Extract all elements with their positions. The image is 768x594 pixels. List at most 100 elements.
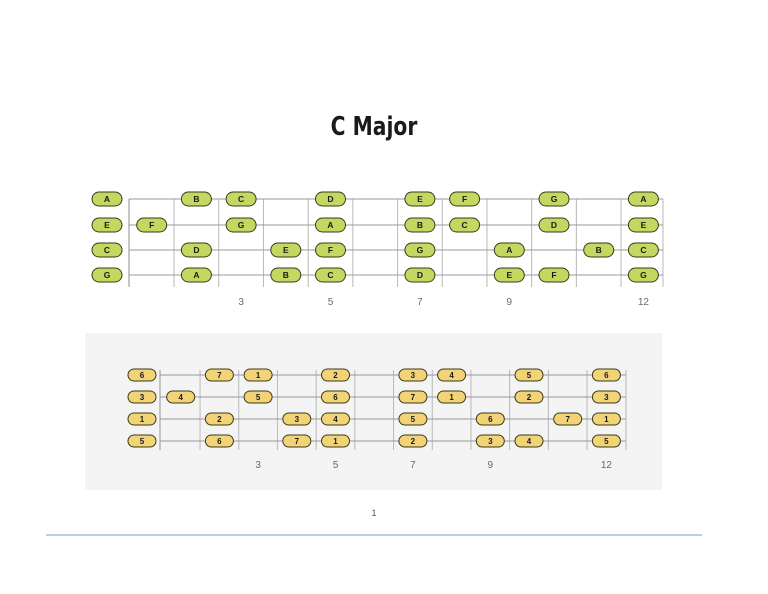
note-marker: B xyxy=(270,267,302,283)
marker-label: 1 xyxy=(256,371,261,380)
note-marker: E xyxy=(270,242,302,258)
marker-label: D xyxy=(417,270,423,280)
note-marker: D xyxy=(180,242,212,258)
note-marker: B xyxy=(404,217,436,233)
degree-marker: 7 xyxy=(553,412,583,426)
fret-number-label: 7 xyxy=(417,297,423,308)
marker-label: C xyxy=(238,194,244,204)
degree-marker: 2 xyxy=(398,434,428,448)
marker-label: 2 xyxy=(333,371,338,380)
degree-marker: 2 xyxy=(514,390,544,404)
marker-label: 5 xyxy=(140,437,145,446)
marker-label: E xyxy=(104,220,110,230)
note-marker: F xyxy=(449,191,481,207)
degree-marker: 1 xyxy=(321,434,350,448)
note-marker: C xyxy=(225,191,257,207)
marker-label: 3 xyxy=(295,415,300,424)
marker-label: 4 xyxy=(178,393,183,402)
note-marker: E xyxy=(91,217,123,233)
marker-label: 3 xyxy=(488,437,493,446)
marker-label: B xyxy=(417,220,423,230)
degree-marker: 6 xyxy=(321,390,350,404)
marker-label: E xyxy=(283,245,289,255)
note-marker: D xyxy=(315,191,346,207)
note-marker: A xyxy=(315,217,346,233)
degree-marker: 3 xyxy=(591,390,621,404)
marker-label: C xyxy=(327,270,333,280)
note-marker: E xyxy=(404,191,436,207)
note-marker: F xyxy=(538,267,570,283)
marker-label: 1 xyxy=(449,393,454,402)
marker-label: G xyxy=(640,270,647,280)
degree-marker: 4 xyxy=(166,390,196,404)
marker-label: 6 xyxy=(140,371,145,380)
note-marker: A xyxy=(493,242,525,258)
note-marker: F xyxy=(136,217,168,233)
marker-label: 3 xyxy=(411,371,416,380)
note-marker: A xyxy=(627,191,659,207)
marker-label: 2 xyxy=(217,415,222,424)
degree-marker: 7 xyxy=(204,368,234,382)
note-marker: A xyxy=(180,267,212,283)
degree-marker: 3 xyxy=(398,368,428,382)
marker-label: F xyxy=(551,270,556,280)
degree-marker: 5 xyxy=(243,390,273,404)
fret-number-label: 9 xyxy=(488,460,494,471)
note-marker: G xyxy=(627,267,659,283)
degree-marker: 5 xyxy=(127,434,157,448)
degree-marker: 4 xyxy=(321,412,350,426)
note-marker: F xyxy=(315,242,346,258)
fret-number-label: 5 xyxy=(328,297,334,308)
marker-label: D xyxy=(551,220,557,230)
footer-divider xyxy=(46,534,702,536)
marker-label: C xyxy=(104,245,110,255)
fret-number-label: 9 xyxy=(507,297,513,308)
fret-number-label: 3 xyxy=(238,297,244,308)
note-marker: C xyxy=(449,217,481,233)
marker-label: G xyxy=(417,245,424,255)
degree-marker: 2 xyxy=(321,368,350,382)
marker-label: 6 xyxy=(217,437,222,446)
marker-label: G xyxy=(238,220,245,230)
marker-label: 7 xyxy=(565,415,570,424)
marker-label: F xyxy=(462,194,467,204)
degree-marker: 4 xyxy=(514,434,544,448)
note-marker: C xyxy=(627,242,659,258)
degree-marker: 2 xyxy=(204,412,234,426)
marker-label: 1 xyxy=(140,415,145,424)
note-marker: A xyxy=(91,191,123,207)
marker-label: 6 xyxy=(488,415,493,424)
note-marker: G xyxy=(91,267,123,283)
degree-marker: 1 xyxy=(591,412,621,426)
note-marker: B xyxy=(583,242,615,258)
marker-label: C xyxy=(640,245,646,255)
marker-label: 4 xyxy=(449,371,454,380)
marker-label: F xyxy=(328,245,333,255)
fret-number-label: 7 xyxy=(410,460,416,471)
marker-label: A xyxy=(640,194,646,204)
note-marker: D xyxy=(404,267,436,283)
marker-label: A xyxy=(327,220,333,230)
marker-label: 6 xyxy=(333,393,338,402)
page-title: C Major xyxy=(330,112,418,142)
degree-marker: 1 xyxy=(437,390,467,404)
marker-label: B xyxy=(596,245,602,255)
marker-label: A xyxy=(506,245,512,255)
marker-label: D xyxy=(327,194,333,204)
marker-label: 4 xyxy=(527,437,532,446)
marker-label: 1 xyxy=(604,415,609,424)
degree-diagram-panel xyxy=(85,333,662,490)
marker-label: D xyxy=(193,245,199,255)
marker-label: 1 xyxy=(333,437,338,446)
degree-marker: 6 xyxy=(127,368,157,382)
marker-label: G xyxy=(551,194,558,204)
marker-label: 4 xyxy=(333,415,338,424)
marker-label: F xyxy=(149,220,154,230)
marker-label: E xyxy=(506,270,512,280)
marker-label: 5 xyxy=(256,393,261,402)
marker-label: E xyxy=(417,194,423,204)
degree-marker: 6 xyxy=(475,412,505,426)
degree-marker: 3 xyxy=(282,412,312,426)
degree-marker: 1 xyxy=(243,368,273,382)
